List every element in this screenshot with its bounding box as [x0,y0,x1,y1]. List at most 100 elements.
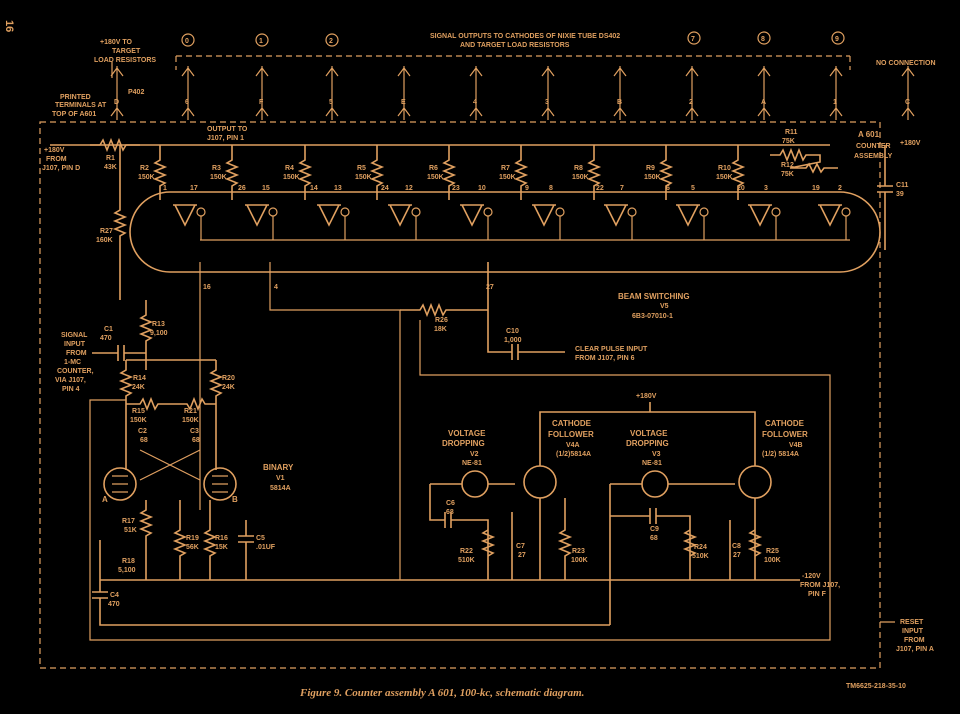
r23-resistor [557,498,573,580]
r1-label: R1 [106,155,115,162]
cathode-resistor [513,145,529,200]
connector-label: D [114,99,119,106]
cathode-resistor-label: R8 [574,165,583,172]
digit-circle [181,33,195,47]
connector-label: E [401,99,406,106]
cathode-resistor-value: 150K [138,174,155,181]
printed-label-2: TERMINALS AT [55,102,107,109]
tube-spade [748,204,772,227]
cf1-part-label: (1/2)5814A [556,451,591,458]
vd1-label: VOLTAGE [448,429,486,438]
r12-value: 75K [781,171,794,178]
vd2-label: VOLTAGE [630,429,668,438]
r19-label: R19 [186,535,199,542]
c3-value: 68 [192,437,200,444]
pin-13: 13 [334,185,342,192]
r15-value: 150K [130,417,147,424]
cathode-resistor-row: R2150KR3150KR4150KR5150KR6150KR7150KR815… [138,145,746,200]
clear-pulse-label: CLEAR PULSE INPUT [575,346,648,353]
v3-network [609,483,735,625]
output-label: OUTPUT TO [207,126,248,133]
tube-target [555,207,565,217]
r13-label: R13 [152,321,165,328]
tube-target [340,207,350,217]
cathode-resistor-label: R6 [429,165,438,172]
signal-outputs-label-2: AND TARGET LOAD RESISTORS [460,42,570,49]
cathode-resistor-value: 150K [572,174,589,181]
tube-target [627,207,637,217]
target-label-2: TARGET [112,48,141,55]
pin-24: 24 [381,185,389,192]
digit-circle [687,31,701,45]
assembly-label-2: COUNTER [856,143,891,150]
tube-target [841,207,851,217]
beam-switching-label: BEAM SWITCHING [618,292,690,301]
reset-label: RESET [900,619,924,626]
supply-right-voltage: +180V [900,140,921,147]
digit-7: 7 [691,36,695,43]
no-connection-label: NO CONNECTION [876,60,936,67]
digit-circle [255,33,269,47]
clear-pulse-label-2: FROM J107, PIN 6 [575,355,635,362]
pin-8: 8 [549,185,553,192]
r27-label: R27 [100,228,113,235]
supply-left-voltage: +180V [44,147,65,154]
figure-caption: Figure 9. Counter assembly A 601, 100-kc… [299,687,584,699]
binary-label: BINARY [263,463,294,472]
target-label: +180V TO [100,39,133,46]
c2-label: C2 [138,428,147,435]
cf2-v4b-label: V4B [789,442,803,449]
tube-target [483,207,493,217]
cathode-resistor [730,145,746,200]
digit-markers: 0 1 2 7 8 9 [181,31,845,47]
digit-1: 1 [259,38,263,45]
r24-label: R24 [694,544,707,551]
tube-spade [460,204,484,227]
c5-value: .01UF [256,544,276,551]
assembly-label-3: ASSEMBLY [854,153,893,160]
connector-arrow [110,66,124,120]
connector-label: C [905,99,910,106]
tube-target [411,207,421,217]
tube-target [699,207,709,217]
connector-arrow [255,66,269,120]
c7-label: C7 [516,543,525,550]
pin-17: 17 [190,185,198,192]
connector-arrow [757,66,771,120]
signal-input-label-5: COUNTER, [57,368,94,375]
tube-elements [173,204,851,241]
r26-resistor [400,302,488,318]
signal-input-label-6: VIA J107, [55,377,86,384]
c6-capacitor [429,484,489,580]
cathode-resistor-label: R4 [285,165,294,172]
c10-label: C10 [506,328,519,335]
binary-part-label: 5814A [270,485,291,492]
r19-value: 56K [186,544,199,551]
c6-value: 68 [446,509,454,516]
pin-22: 22 [596,185,604,192]
tube-spade [818,204,842,227]
connector-label: F [259,99,264,106]
tube-spade [532,204,556,227]
digit-circle [831,31,845,45]
r15-label: R15 [132,408,145,415]
pin-6: 6 [666,185,670,192]
tube-spade [604,204,628,227]
r22-value: 510K [458,557,475,564]
cathode-resistor-label: R10 [718,165,731,172]
connector-arrow [613,66,627,120]
r1-resistor [90,137,180,153]
cathode-resistor-value: 150K [716,174,733,181]
cathode-resistor [224,145,240,200]
connector-arrow [397,66,411,120]
tube-target [268,207,278,217]
r24-resistor [682,529,698,557]
page-number: 16 [3,20,15,32]
r26-label: R26 [435,317,448,324]
beam-v5-label: V5 [660,303,669,310]
pin-5: 5 [691,185,695,192]
digit-0: 0 [185,38,189,45]
p402-label: P402 [128,89,144,96]
c7-value: 27 [518,552,526,559]
